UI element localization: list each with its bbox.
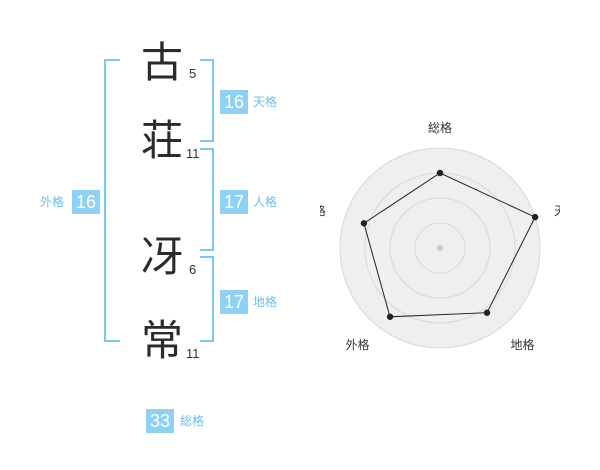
name-char-2: 荘 <box>141 116 184 165</box>
tenkaku-badge: 16 <box>220 90 248 114</box>
radar-point-4 <box>386 313 394 320</box>
stroke-count-3: 6 <box>189 262 197 277</box>
radar-axis-label-1: 総格 <box>428 120 452 135</box>
radar-center-dot <box>437 245 443 251</box>
stroke-count-1: 5 <box>189 66 197 81</box>
tenkaku-label: 天格 <box>253 95 278 109</box>
radar-ring-4 <box>339 147 541 349</box>
radar-axis-label-2: 天格 <box>554 203 560 218</box>
jinkaku-bracket <box>200 148 214 251</box>
chikaku-badge: 17 <box>220 290 248 314</box>
stroke-count-4: 11 <box>186 346 200 361</box>
radar-axis-label-5: 人格 <box>320 203 326 218</box>
name-char-3: 冴 <box>141 232 184 281</box>
radar-axis-label-4: 外格 <box>345 337 369 352</box>
name-char-4: 常 <box>141 316 184 365</box>
tenkaku-bracket <box>200 59 214 142</box>
stroke-count-2: 11 <box>186 146 200 161</box>
chikaku-label: 地格 <box>253 295 278 309</box>
name-char-1: 古 <box>141 38 184 87</box>
jinkaku-badge: 17 <box>220 190 248 214</box>
gaikaku-label: 外格 <box>40 195 65 209</box>
chikaku-bracket <box>200 256 214 342</box>
radar-point-1 <box>436 169 444 177</box>
radar-point-5 <box>360 220 368 227</box>
gaikaku-badge: 16 <box>72 190 100 214</box>
radar-axis-label-3: 地格 <box>511 337 535 352</box>
soukaku-badge: 33 <box>146 409 174 433</box>
radar-ring-2 <box>389 197 491 299</box>
gaikaku-bracket <box>104 59 120 342</box>
radar-polygon <box>363 172 536 318</box>
soukaku-label: 総格 <box>180 414 205 428</box>
jinkaku-label: 人格 <box>253 195 278 209</box>
radar-chart: 総格天格地格 外格 人格 <box>320 120 560 352</box>
radar-point-3 <box>483 309 491 316</box>
radar-ring-1 <box>414 222 466 274</box>
radar-point-2 <box>531 213 539 221</box>
